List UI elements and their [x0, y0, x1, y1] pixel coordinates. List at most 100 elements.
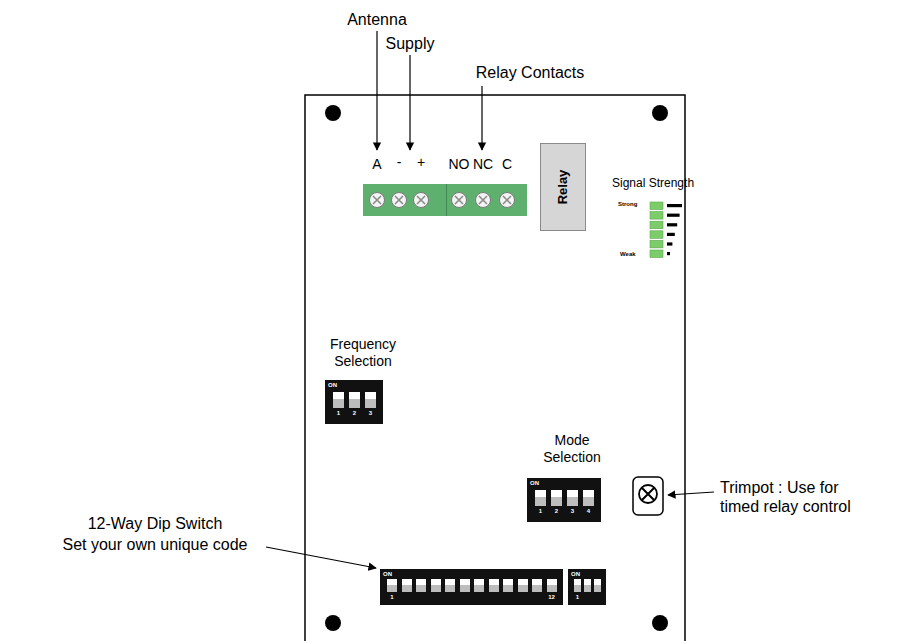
- terminal-label: +: [413, 154, 429, 171]
- dip-switch: ON 1 12: [380, 569, 563, 605]
- dip-slider: [402, 579, 412, 592]
- dip-number: 1: [539, 508, 542, 515]
- dip-slider: [503, 579, 513, 592]
- mounting-hole: [652, 615, 668, 631]
- callout-label: Signal Strength: [612, 176, 732, 190]
- signal-led: [650, 231, 663, 239]
- callout-label: Mode Selection: [526, 432, 618, 466]
- dip-slider: [333, 392, 344, 408]
- dip-slider: [532, 579, 542, 592]
- dip-on-label: ON: [571, 571, 580, 578]
- mounting-hole: [652, 105, 668, 121]
- signal-bar: [667, 252, 670, 255]
- leader-arrow: [409, 55, 410, 150]
- dip-slider: [535, 490, 546, 506]
- terminal-screw: [414, 193, 429, 208]
- dip-slider: [574, 579, 581, 592]
- relay-box: Relay: [540, 143, 586, 231]
- dip-number: 3: [571, 508, 574, 515]
- terminal-screw: [392, 193, 407, 208]
- dip-number: 1: [390, 594, 393, 601]
- dip-slider: [584, 579, 591, 592]
- leader-arrow: [266, 547, 376, 568]
- terminal-block: [363, 184, 447, 216]
- dip-slider: [431, 579, 441, 592]
- dip-slider: [489, 579, 499, 592]
- dip-slider: [416, 579, 426, 592]
- signal-led: [650, 250, 663, 258]
- dip-slider: [460, 579, 470, 592]
- dip-number: 4: [587, 508, 590, 515]
- screw-slot: [479, 196, 487, 204]
- leader-arrow: [376, 31, 377, 150]
- terminal-block: [446, 184, 527, 216]
- dip-number: 1: [576, 594, 579, 601]
- screw-slot: [503, 196, 511, 204]
- trimpot-body: [633, 477, 663, 515]
- screw-slot: [417, 196, 425, 204]
- callout-label: Set your own unique code: [30, 535, 280, 554]
- screw-slot: [455, 196, 463, 204]
- dip-switch: ON 1 2 3 4: [527, 478, 601, 522]
- dip-slider: [518, 579, 528, 592]
- terminal-label: NC: [471, 156, 495, 173]
- screw-slot: [395, 196, 403, 204]
- callout-label: Strong: [618, 201, 648, 208]
- signal-led: [650, 202, 663, 210]
- dip-slider: [547, 579, 557, 592]
- signal-bar: [667, 233, 675, 236]
- relay-label: Relay: [556, 170, 571, 205]
- leader-arrow: [481, 86, 482, 150]
- terminal-screw: [370, 193, 385, 208]
- callout-label: Frequency Selection: [313, 336, 413, 370]
- mounting-hole: [325, 615, 341, 631]
- callout-label: Relay Contacts: [455, 63, 605, 82]
- dip-slider: [551, 490, 562, 506]
- dip-slider: [474, 579, 484, 592]
- dip-slider: [445, 579, 455, 592]
- callout-label: 12-Way Dip Switch: [30, 514, 280, 533]
- terminal-screw: [452, 193, 467, 208]
- dip-slider: [583, 490, 594, 506]
- terminal-label: -: [391, 154, 407, 171]
- dip-slider: [365, 392, 376, 408]
- dip-slider: [594, 579, 601, 592]
- callout-label: Antenna: [327, 10, 427, 29]
- signal-led: [650, 212, 663, 220]
- dip-switch: ON 1: [568, 569, 606, 605]
- dip-slider: [387, 579, 397, 592]
- dip-number: 2: [555, 508, 558, 515]
- dip-on-label: ON: [383, 571, 392, 578]
- dip-on-label: ON: [530, 480, 539, 487]
- terminal-label: A: [369, 156, 385, 173]
- dip-switch: ON 1 2 3: [325, 380, 383, 424]
- signal-bar: [667, 223, 677, 226]
- callout-label: Supply: [370, 34, 450, 53]
- mounting-hole: [325, 105, 341, 121]
- trimpot-knob: [639, 485, 657, 503]
- dip-number: 1: [337, 410, 340, 417]
- signal-bar: [667, 214, 680, 217]
- terminal-screw: [500, 193, 515, 208]
- terminal-screws: [370, 193, 515, 208]
- dip-number: 12: [548, 594, 555, 601]
- callout-label: Weak: [620, 251, 648, 258]
- signal-bar: [667, 242, 672, 245]
- signal-led: [650, 221, 663, 229]
- terminal-screw: [476, 193, 491, 208]
- dip-slider: [349, 392, 360, 408]
- dip-number: 2: [353, 410, 356, 417]
- dip-number: 3: [369, 410, 372, 417]
- callout-label: Trimpot : Use for timed relay control: [720, 478, 880, 516]
- terminal-label: C: [499, 156, 515, 173]
- dip-on-label: ON: [328, 382, 337, 389]
- signal-bar: [667, 204, 682, 207]
- signal-led: [650, 240, 663, 248]
- terminal-label: NO: [447, 156, 471, 173]
- screw-slot: [373, 196, 381, 204]
- signal-leds: [650, 202, 682, 258]
- leader-arrow: [668, 492, 714, 495]
- terminal-divider: [446, 184, 447, 216]
- trimpot-cross: [642, 488, 654, 500]
